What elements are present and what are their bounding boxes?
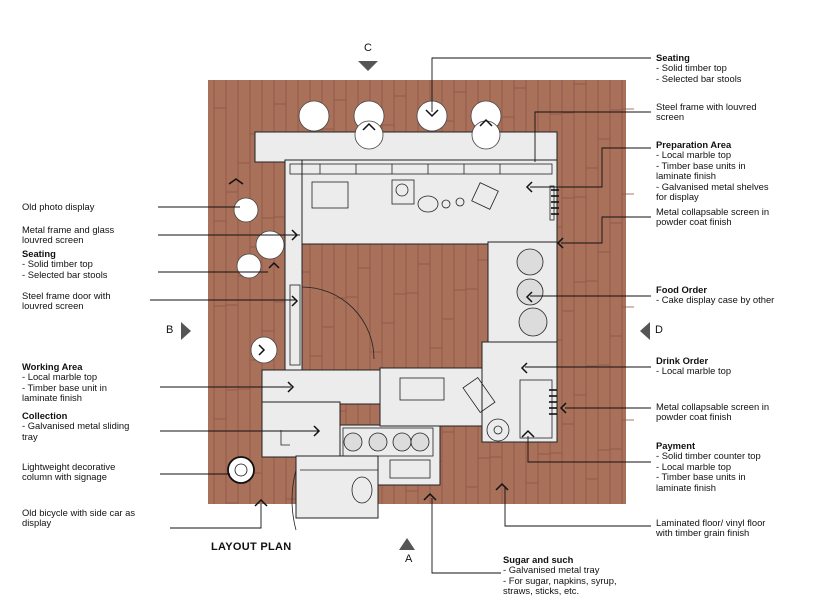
leader-lines xyxy=(150,57,651,574)
note-line: Lightweight decorative xyxy=(22,461,116,472)
note-line: louvred screen xyxy=(22,300,84,312)
drink-order-counter xyxy=(481,341,558,443)
note-line: - Selected bar stools xyxy=(22,268,108,280)
right-note: Payment- Solid timber counter top- Local… xyxy=(656,440,761,493)
note-heading: Payment xyxy=(656,440,696,451)
note-line: powder coat finish xyxy=(656,411,732,423)
note-line: - Solid timber counter top xyxy=(656,450,761,462)
left-note: Working Area- Local marble top- Timber b… xyxy=(22,361,107,404)
counter-outline xyxy=(254,131,558,519)
note-line: - Solid timber top xyxy=(656,62,727,74)
note-heading: Seating xyxy=(22,248,56,259)
section-d-arrow xyxy=(640,322,650,340)
note-line: Steel frame door with xyxy=(22,290,111,301)
note-line: straws, sticks, etc. xyxy=(503,585,580,597)
note-line: - For sugar, napkins, syrup, xyxy=(503,574,617,586)
note-line: - Local marble top xyxy=(22,371,98,383)
note-line: - Timber base unit in xyxy=(22,381,107,393)
section-b-arrow xyxy=(181,322,191,340)
note-line: laminate finish xyxy=(656,170,716,182)
note-line: Laminated floor/ vinyl floor xyxy=(656,517,766,528)
note-line: - Galvanised metal tray xyxy=(503,564,600,576)
left-note: Old photo display xyxy=(22,201,95,212)
note-line: - Selected bar stools xyxy=(656,72,742,84)
note-heading: Seating xyxy=(656,52,690,63)
top-bar-counter xyxy=(254,131,558,163)
section-a-arrow xyxy=(399,538,415,550)
note-line: with timber grain finish xyxy=(656,527,750,539)
decorative-column xyxy=(227,456,255,484)
note-line: screen xyxy=(656,111,685,123)
right-note: Food Order- Cake display case by other xyxy=(656,284,775,306)
note-line: - Local marble top xyxy=(656,365,732,377)
note-line: tray xyxy=(22,430,38,442)
note-line: - Solid timber top xyxy=(22,258,93,270)
note-heading: Drink Order xyxy=(656,355,709,366)
note-line: for display xyxy=(656,191,699,203)
cake-display-case xyxy=(516,248,548,337)
note-line: column with signage xyxy=(22,471,107,483)
right-note: Seating- Solid timber top- Selected bar … xyxy=(656,52,742,84)
sink-bowls xyxy=(343,432,430,452)
collection-counter xyxy=(261,401,341,458)
note-line: laminate finish xyxy=(656,481,716,493)
note-line: Old bicycle with side car as xyxy=(22,507,136,518)
page-title: LAYOUT PLAN xyxy=(211,541,292,553)
bottom-note: Sugar and such- Galvanised metal tray- F… xyxy=(503,554,617,597)
note-line: - Galvanised metal sliding xyxy=(22,420,130,432)
note-heading: Sugar and such xyxy=(503,554,574,565)
right-note: Preparation Area- Local marble top- Timb… xyxy=(656,139,769,203)
service-area-center xyxy=(379,367,483,427)
note-line: Metal frame and glass xyxy=(22,224,115,235)
note-heading: Collection xyxy=(22,410,68,421)
chevron-markers xyxy=(228,109,567,507)
section-a-label: A xyxy=(405,553,413,565)
section-d-label: D xyxy=(655,324,663,336)
section-arrows xyxy=(181,61,650,550)
louvred-screen-right xyxy=(549,189,559,415)
note-line: - Local marble top xyxy=(656,460,732,472)
note-heading: Food Order xyxy=(656,284,708,295)
note-line: Metal collapsable screen in xyxy=(656,206,770,217)
note-line: - Timber base units in xyxy=(656,159,746,171)
note-heading: Working Area xyxy=(22,361,83,372)
note-line: - Timber base units in xyxy=(656,471,746,483)
note-line: Old photo display xyxy=(22,201,95,212)
section-c-arrow xyxy=(358,61,378,71)
section-b-label: B xyxy=(166,324,174,336)
left-note: Seating- Solid timber top- Selected bar … xyxy=(22,248,108,280)
left-counter xyxy=(284,159,303,373)
preparation-counter xyxy=(284,159,558,245)
section-c-label: C xyxy=(364,42,372,54)
bicycle-cart xyxy=(295,455,379,519)
counter-details xyxy=(280,163,555,531)
note-line: Steel frame with louvred xyxy=(656,101,757,112)
note-line: powder coat finish xyxy=(656,216,732,228)
note-line: display xyxy=(22,517,52,529)
note-line: - Cake display case by other xyxy=(656,294,775,306)
note-line: louvred screen xyxy=(22,234,84,246)
note-line: - Galvanised metal shelves xyxy=(656,180,769,192)
right-note: Drink Order- Local marble top xyxy=(656,355,732,377)
note-heading: Preparation Area xyxy=(656,139,732,150)
note-line: - Local marble top xyxy=(656,149,732,161)
note-line: laminate finish xyxy=(22,392,82,404)
note-line: Metal collapsable screen in xyxy=(656,401,770,412)
